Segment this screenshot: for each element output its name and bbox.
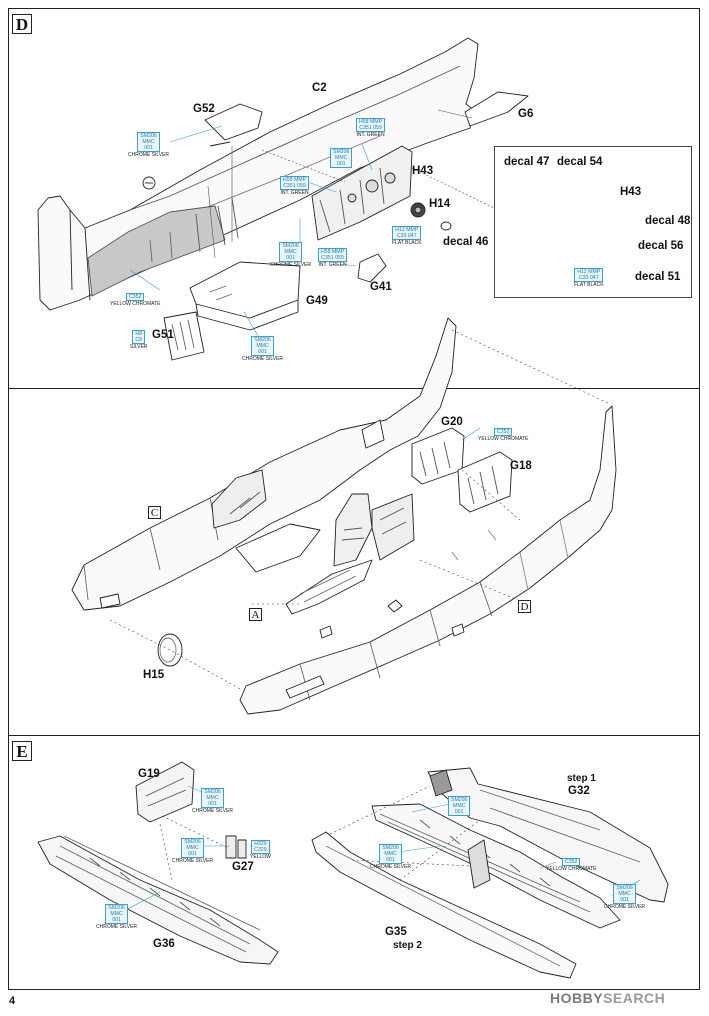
part-label-g19: G19 — [138, 768, 160, 780]
part-label-g41: G41 — [370, 281, 392, 293]
part-label-h43: H43 — [412, 165, 434, 177]
ref-letter-a: A — [249, 608, 262, 621]
part-label-decal-51: decal 51 — [635, 271, 681, 283]
part-label-step-1: step 1 — [567, 773, 596, 784]
step-letter-d: D — [12, 14, 32, 34]
section-e-art — [37, 761, 669, 979]
watermark-logo: HOBBYSEARCH — [550, 990, 665, 1006]
step-letter-e: E — [12, 741, 32, 761]
part-label-g27: G27 — [232, 861, 254, 873]
paint-callout: C352 YELLOW CHROMATE — [110, 293, 161, 307]
part-label-decal-48: decal 48 — [645, 215, 691, 227]
part-label-g35: G35 — [385, 926, 407, 938]
part-label-step-2: step 2 — [393, 940, 422, 951]
part-label-g32: G32 — [568, 785, 590, 797]
part-label-g49: G49 — [306, 295, 328, 307]
part-label-decal-56: decal 56 — [638, 240, 684, 252]
part-label-decal-54: decal 54 — [557, 156, 603, 168]
part-label-g6: G6 — [518, 108, 534, 120]
part-label-g51: G51 — [152, 329, 174, 341]
page-number: 4 — [9, 995, 16, 1007]
part-label-h43-inset: H43 — [620, 186, 642, 198]
paint-callout: C352 YELLOW CHROMATE — [478, 428, 529, 442]
watermark-search: SEARCH — [603, 990, 666, 1006]
part-label-h14: H14 — [429, 198, 451, 210]
page-frame — [8, 8, 700, 990]
part-label-c2: C2 — [312, 82, 327, 94]
part-label-g18: G18 — [510, 460, 532, 472]
part-label-decal-46: decal 46 — [443, 236, 489, 248]
part-label-h15: H15 — [143, 669, 165, 681]
watermark-hobby: HOBBY — [550, 990, 604, 1006]
ref-letter-c: C — [148, 506, 161, 519]
part-label-g36: G36 — [153, 938, 175, 950]
section-divider — [8, 388, 700, 389]
fuselage-half-d — [37, 37, 529, 361]
paint-callout: C352 YELLOW CHROMATE — [546, 858, 597, 872]
fuselage-assembly-mid — [71, 317, 617, 715]
part-label-g20: G20 — [441, 416, 463, 428]
part-label-decal-47: decal 47 — [504, 156, 550, 168]
ref-letter-d: D — [518, 600, 531, 613]
part-label-g52: G52 — [193, 103, 215, 115]
section-divider — [8, 735, 700, 736]
